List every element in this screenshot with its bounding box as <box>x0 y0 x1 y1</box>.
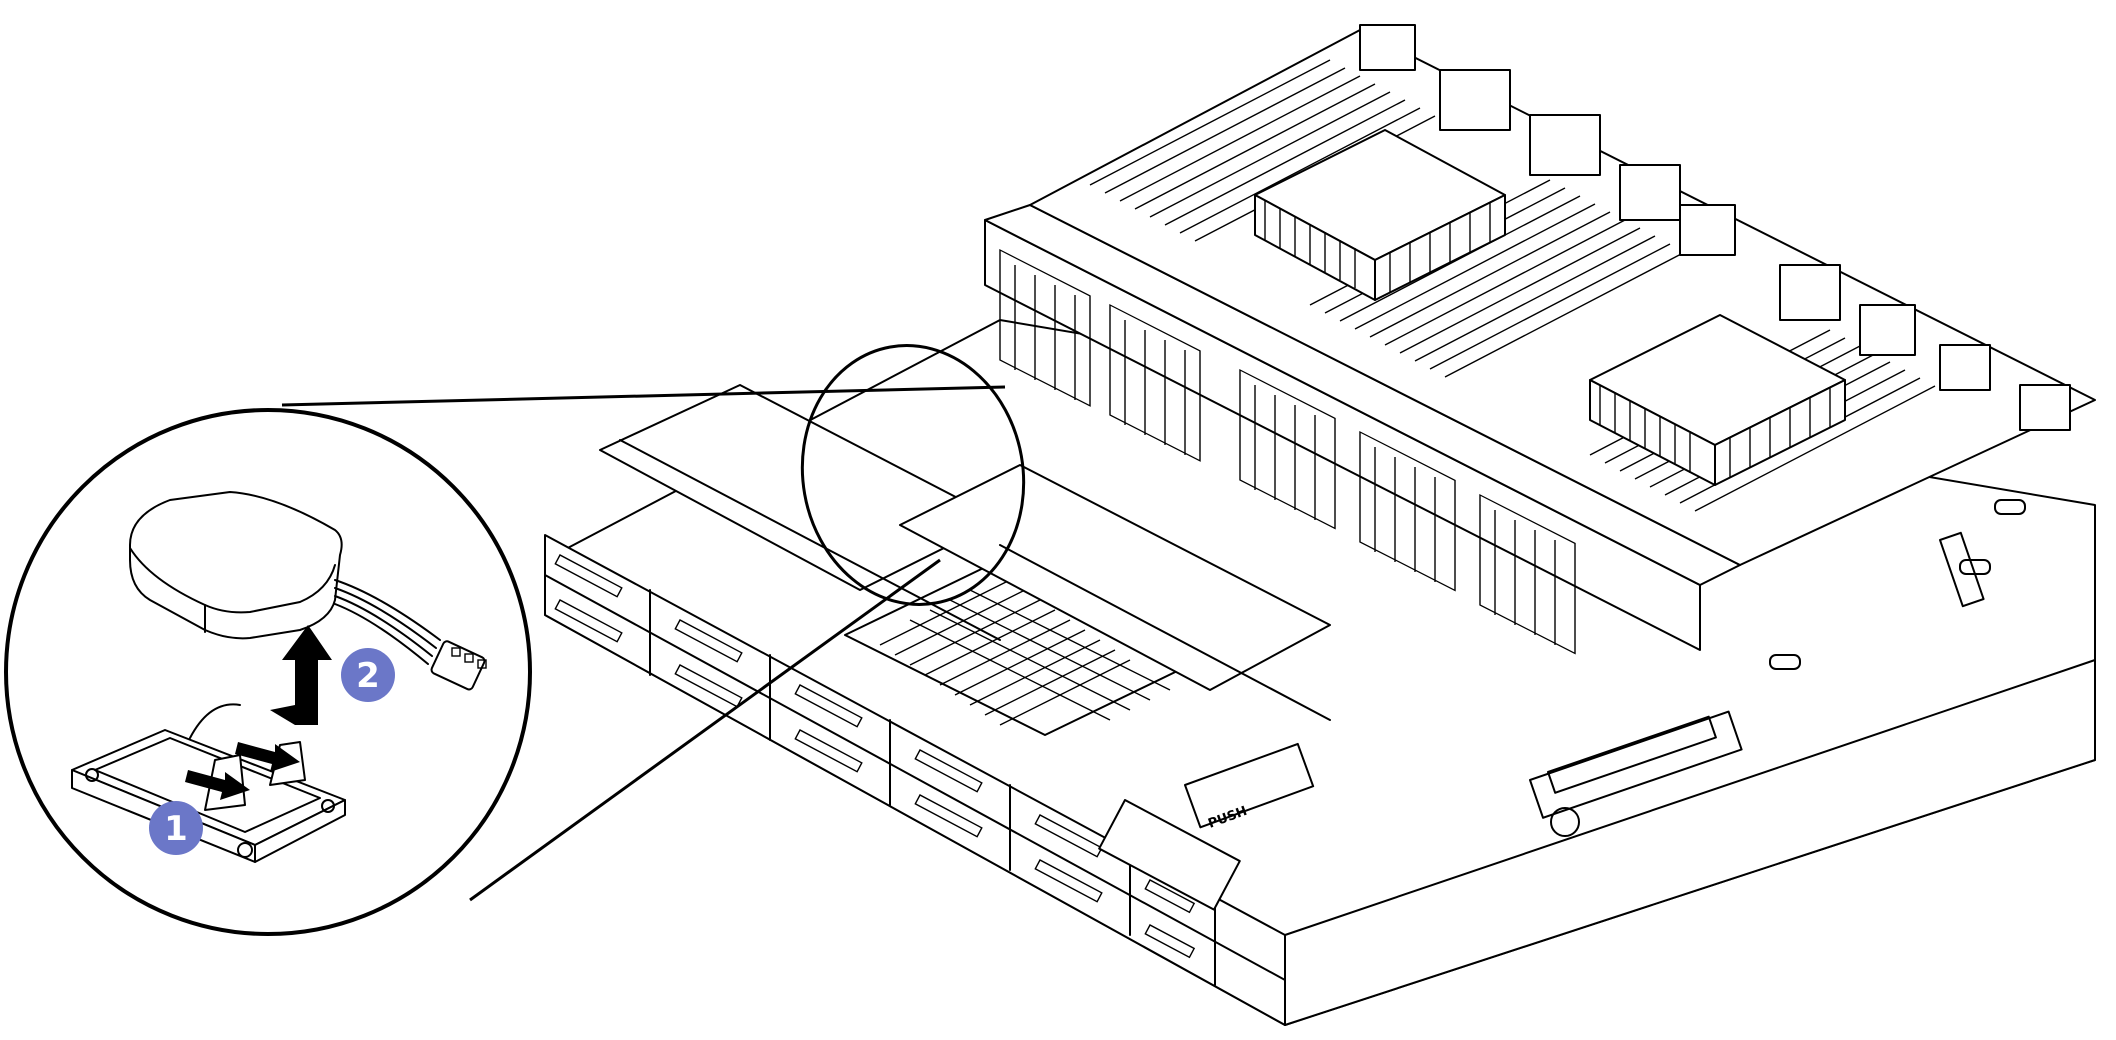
front-drive-bays <box>544 534 1286 1026</box>
callout-1: 1 <box>149 801 203 855</box>
battery-module <box>129 491 343 640</box>
callout-2-label: 2 <box>356 656 380 696</box>
rear-connectors <box>1359 24 2071 431</box>
fan-cage <box>984 204 1741 655</box>
internal-rails: PUSH <box>599 384 1331 911</box>
heatsink-2 <box>1589 314 1846 486</box>
magnifier-lines <box>281 385 1006 902</box>
callout-2: 2 <box>341 648 395 702</box>
callout-1-label: 1 <box>164 809 188 849</box>
heatsink-1 <box>1254 129 1506 301</box>
arrow-icon <box>185 625 332 800</box>
detail-view: 1 2 <box>4 408 532 936</box>
cable-connector <box>334 579 487 691</box>
callout-1-badge <box>149 801 203 855</box>
side-wall-slots <box>1529 499 2026 837</box>
focus-circle <box>800 344 1026 606</box>
server-chassis: PUSH <box>544 24 2096 1026</box>
callout-2-badge <box>341 648 395 702</box>
motherboard-area <box>1029 24 2096 566</box>
